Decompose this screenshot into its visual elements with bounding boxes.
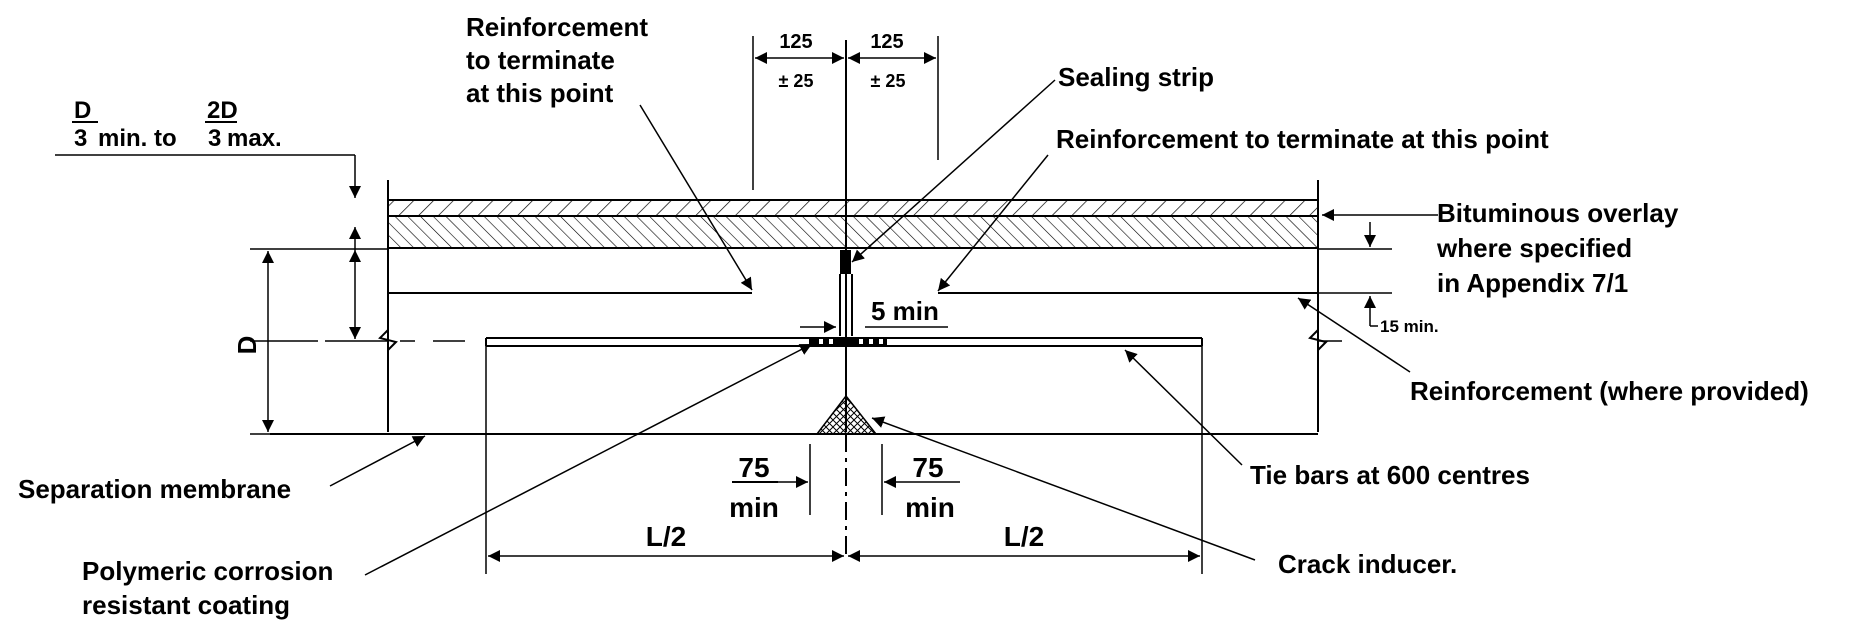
crack-inducer-label: Crack inducer. bbox=[1278, 549, 1457, 579]
leader-reinf-provided bbox=[1297, 297, 1411, 373]
bituminous-line3: in Appendix 7/1 bbox=[1437, 268, 1628, 298]
min-right-label: min bbox=[905, 492, 955, 523]
min-15-label: 15 min. bbox=[1380, 317, 1439, 336]
tol-left-label: ± 25 bbox=[779, 71, 814, 91]
dim-125-right-label: 125 bbox=[870, 31, 903, 53]
upper-slab-layer bbox=[387, 215, 1319, 249]
dim-125-left-label: 125 bbox=[779, 31, 812, 53]
min-left-label: min bbox=[729, 492, 779, 523]
reinf-terminate-left-line1: Reinforcement bbox=[466, 12, 648, 42]
polymeric-line2: resistant coating bbox=[82, 590, 290, 620]
fraction-num-right: 2D bbox=[207, 97, 238, 124]
tol-right-label: ± 25 bbox=[871, 71, 906, 91]
min-5-label: 5 min bbox=[871, 296, 939, 326]
half-left-label: L/2 bbox=[646, 521, 686, 552]
leader-crack-inducer bbox=[871, 416, 1256, 561]
reinf-terminate-left-line3: at this point bbox=[466, 78, 614, 108]
depth-fraction-label: D 3 min. to 2D 3 max. bbox=[72, 97, 282, 152]
leader-reinf-right bbox=[937, 154, 1049, 292]
polymeric-line1: Polymeric corrosion bbox=[82, 556, 333, 586]
bituminous-overlay-layer bbox=[387, 199, 1319, 217]
text-labels: Reinforcement to terminate at this point… bbox=[18, 12, 1809, 620]
separation-membrane-label: Separation membrane bbox=[18, 474, 291, 504]
dim-75-right-label: 75 bbox=[912, 452, 943, 483]
fraction-den-left: 3 bbox=[74, 125, 87, 152]
slab-section bbox=[270, 180, 1342, 435]
fraction-num-left: D bbox=[74, 97, 91, 124]
reinf-terminate-right-label: Reinforcement to terminate at this point bbox=[1056, 124, 1549, 154]
leader-separation bbox=[329, 435, 426, 487]
dim-75-left-label: 75 bbox=[738, 452, 769, 483]
joint-components bbox=[809, 40, 887, 558]
leader-tie-bars bbox=[1124, 349, 1243, 466]
depth-D-label: D bbox=[232, 336, 262, 355]
tie-bars-label: Tie bars at 600 centres bbox=[1250, 460, 1530, 490]
sealing-strip-block bbox=[840, 250, 851, 274]
polymeric-coating-band bbox=[809, 337, 887, 346]
fraction-tail-text: max. bbox=[227, 125, 282, 152]
crack-inducer-shape bbox=[815, 394, 878, 435]
leader-polymeric bbox=[364, 343, 813, 576]
fraction-den-right: 3 bbox=[208, 125, 221, 152]
reinf-terminate-left-line2: to terminate bbox=[466, 45, 615, 75]
sealing-strip-label: Sealing strip bbox=[1058, 62, 1214, 92]
leader-lines bbox=[329, 79, 1438, 576]
leader-reinf-left bbox=[639, 104, 753, 291]
half-right-label: L/2 bbox=[1004, 521, 1044, 552]
break-mark-right bbox=[1308, 329, 1328, 351]
coating-band-gaps bbox=[819, 339, 883, 344]
reinforcement-provided-label: Reinforcement (where provided) bbox=[1410, 376, 1809, 406]
break-mark-left bbox=[378, 329, 398, 351]
fraction-mid-text: min. to bbox=[98, 125, 177, 152]
bituminous-line1: Bituminous overlay bbox=[1437, 198, 1679, 228]
bituminous-line2: where specified bbox=[1436, 233, 1632, 263]
dimensions bbox=[55, 36, 1392, 574]
leader-sealing-strip bbox=[851, 79, 1056, 263]
